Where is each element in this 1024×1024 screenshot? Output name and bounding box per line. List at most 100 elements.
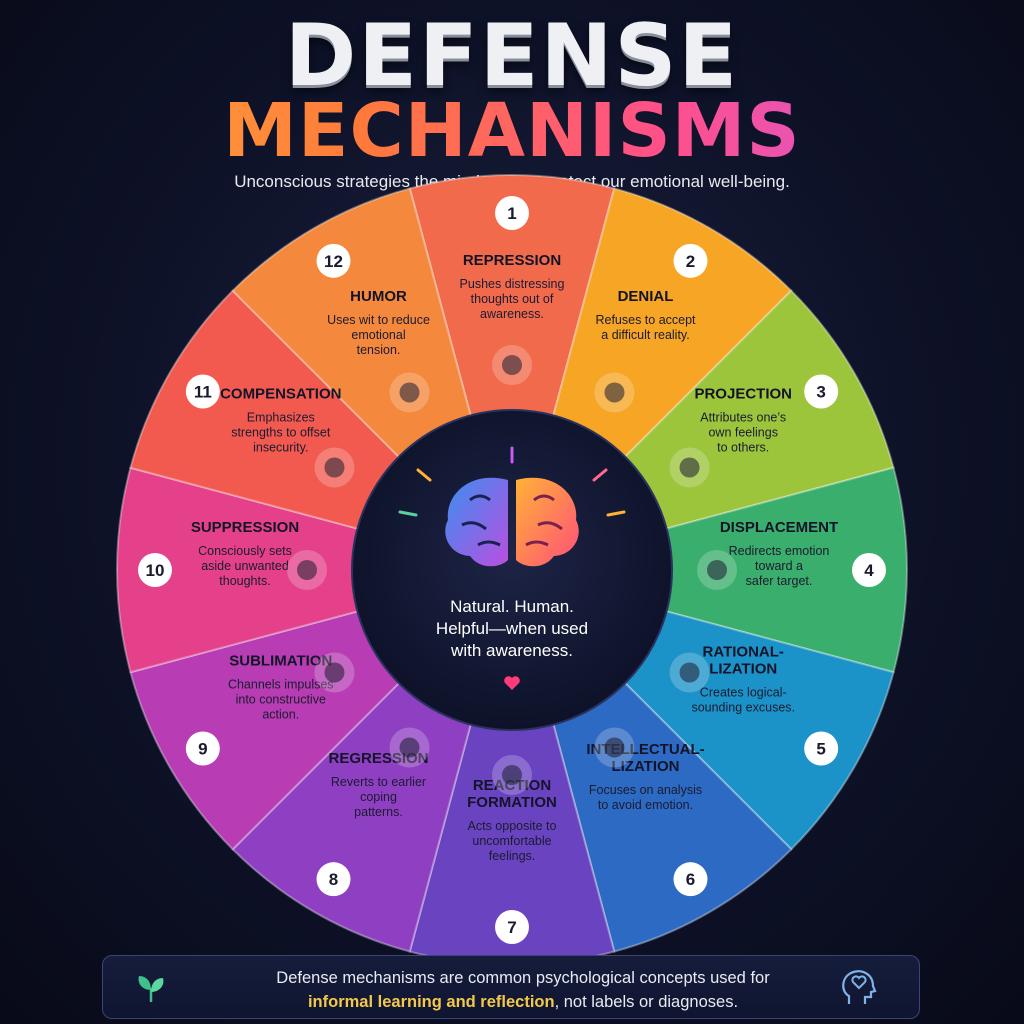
shield-x-icon	[594, 372, 635, 413]
mechanism-description: Consciously sets	[198, 544, 292, 558]
mechanism-description: patterns.	[354, 805, 403, 819]
mechanism-description: Emphasizes	[247, 411, 315, 425]
mechanism-description: Focuses on analysis	[589, 783, 702, 797]
icon-core	[604, 737, 625, 758]
mechanism-description: thoughts out of	[471, 292, 554, 306]
number-badge	[804, 374, 839, 409]
center-line-1: Natural. Human.	[450, 597, 574, 616]
mechanism-name: FORMATION	[467, 794, 557, 811]
icon-core	[399, 382, 420, 403]
mechanism-name: COMPENSATION	[220, 386, 341, 403]
theater-masks-icon	[492, 755, 532, 795]
mechanism-description: Channels impulses	[228, 678, 334, 692]
mechanism-description: Attributes one’s	[700, 411, 786, 425]
mechanism-name: SUPPRESSION	[191, 519, 299, 536]
number-badge	[495, 196, 529, 230]
mechanism-description: sounding excuses.	[691, 701, 795, 715]
mechanism-description: own feelings	[708, 426, 778, 440]
number-badge	[185, 731, 220, 766]
number-badge	[804, 731, 839, 766]
mechanism-description: tension.	[357, 343, 401, 357]
number-badge	[852, 553, 886, 587]
mechanism-name: LIZATION	[611, 758, 679, 775]
mechanism-description: emotional	[351, 328, 405, 342]
mechanism-description: aside unwanted	[201, 559, 289, 573]
head-lock-icon	[492, 345, 532, 385]
mechanism-description: into constructive	[236, 693, 326, 707]
number-label: 3	[816, 383, 825, 402]
trophy-icon	[314, 447, 355, 488]
mechanism-description: Creates logical-	[700, 686, 787, 700]
target-arrow-icon	[697, 550, 737, 590]
brain-icon	[445, 477, 579, 567]
mechanism-description: insecurity.	[253, 441, 308, 455]
icon-core	[502, 765, 522, 785]
number-label: 8	[329, 870, 338, 889]
center-disc	[351, 409, 673, 731]
mechanism-description: coping	[360, 790, 397, 804]
mechanism-description: safer target.	[746, 574, 813, 588]
mechanism-name: SUBLIMATION	[229, 653, 332, 670]
mechanism-description: Redirects emotion	[729, 544, 830, 558]
mechanism-description: action.	[262, 708, 299, 722]
center-line-3: with awareness.	[450, 641, 573, 660]
number-label: 6	[686, 870, 695, 889]
number-label: 7	[507, 918, 516, 937]
number-label: 10	[146, 561, 165, 580]
center-line-2: Helpful—when used	[436, 619, 588, 638]
mechanism-description: awareness.	[480, 307, 544, 321]
laughing-face-icon	[389, 372, 430, 413]
head-heart-icon	[842, 970, 877, 1004]
number-label: 4	[864, 561, 874, 580]
number-badge	[316, 243, 351, 278]
paintbrush-music-icon	[314, 652, 355, 693]
mechanism-name: DISPLACEMENT	[720, 519, 838, 536]
icon-core	[297, 560, 317, 580]
mechanism-description: strengths to offset	[231, 426, 331, 440]
mechanism-description: Refuses to accept	[595, 313, 696, 327]
mechanism-description: thoughts.	[219, 574, 270, 588]
mechanism-name: LIZATION	[709, 661, 777, 678]
head-gears-icon	[594, 727, 635, 768]
icon-core	[324, 662, 345, 683]
number-badge	[138, 553, 172, 587]
mechanism-name: REACTION	[473, 777, 551, 794]
mechanism-description: Acts opposite to	[468, 819, 557, 833]
icon-core	[679, 662, 700, 683]
sprout-icon	[138, 976, 164, 1002]
mechanism-name: DENIAL	[618, 288, 674, 305]
mechanism-name: PROJECTION	[694, 386, 792, 403]
two-people-speech-icon	[669, 447, 710, 488]
icon-core	[502, 355, 522, 375]
mechanism-description: toward a	[755, 559, 803, 573]
title-defense: DEFENSE	[284, 6, 740, 106]
number-label: 2	[686, 252, 695, 271]
mechanism-description: to avoid emotion.	[598, 798, 693, 812]
number-badge	[316, 862, 351, 897]
number-badge	[495, 910, 529, 944]
icon-core	[324, 457, 345, 478]
footer-highlight: informal learning and reflection	[307, 993, 555, 1011]
heart-icon	[504, 676, 520, 690]
mechanism-name: HUMOR	[350, 288, 407, 305]
icon-core	[399, 737, 420, 758]
teddy-bear-icon	[389, 727, 430, 768]
mechanism-name: REPRESSION	[463, 252, 561, 269]
number-label: 9	[198, 740, 207, 759]
number-label: 5	[816, 740, 825, 759]
footer-line-2: informal learning and reflection, not la…	[223, 990, 823, 1014]
mechanism-description: Pushes distressing	[460, 277, 565, 291]
